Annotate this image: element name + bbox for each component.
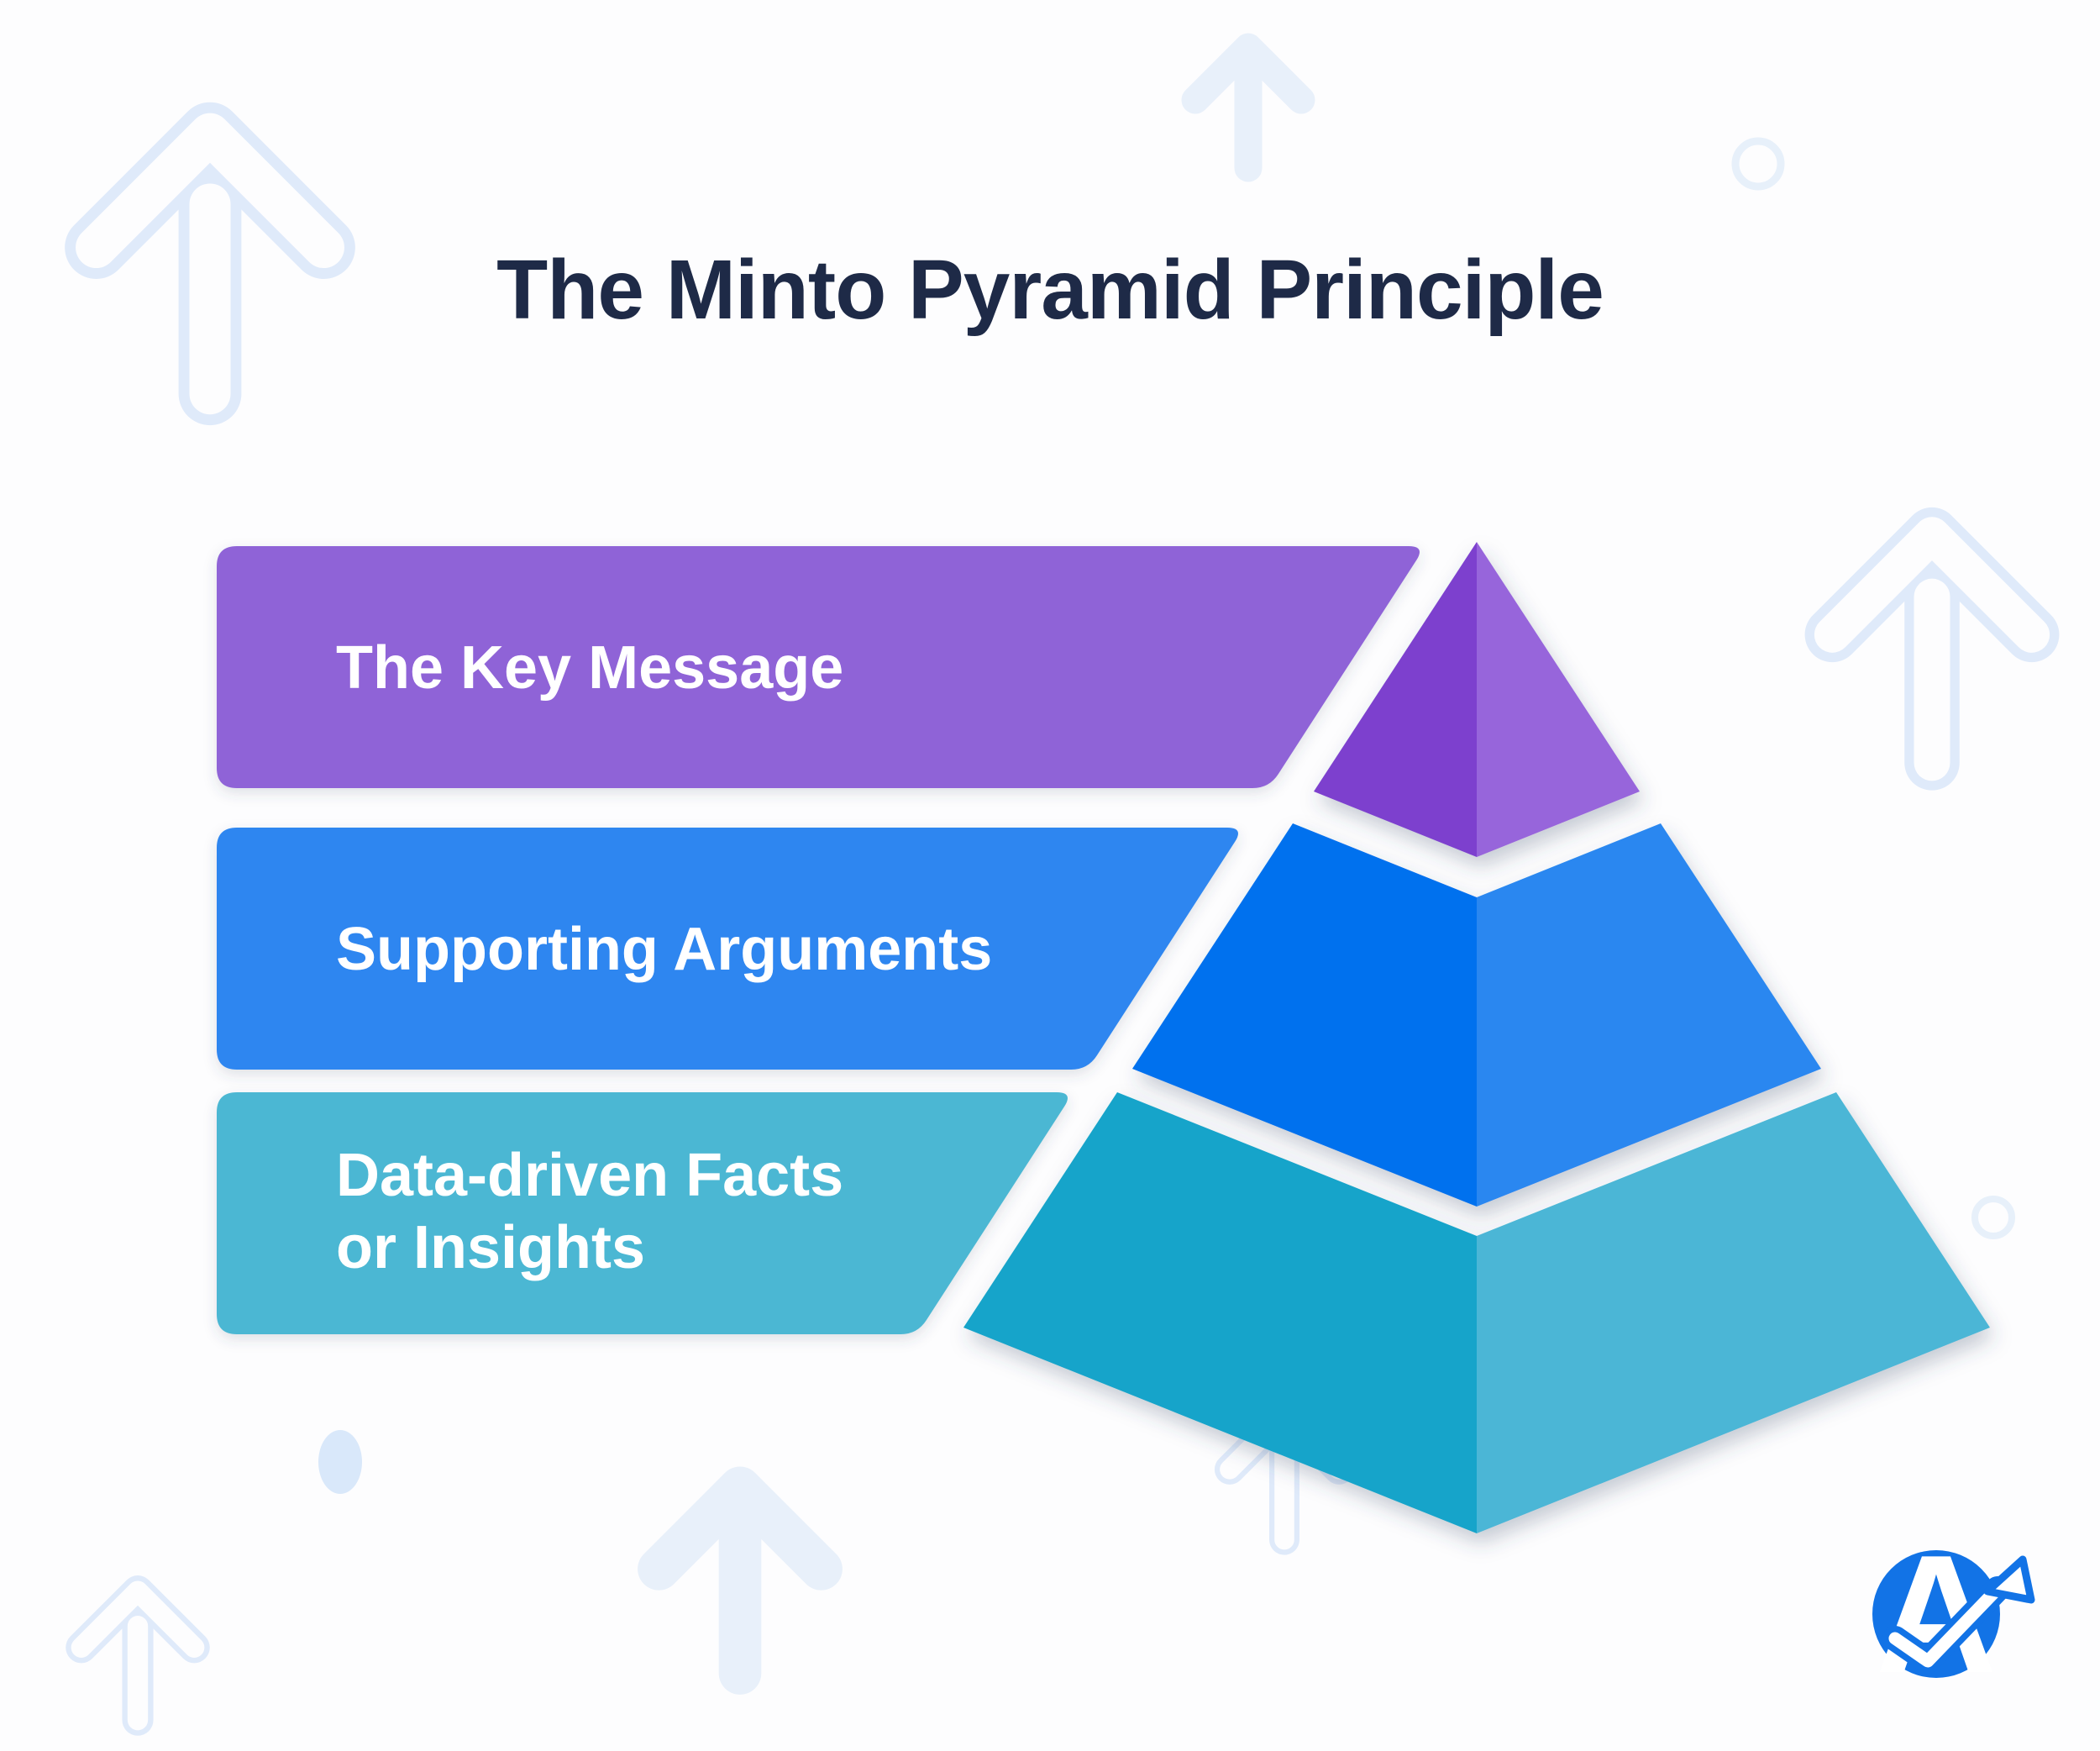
pyramid-level-3-piece	[963, 1092, 1990, 1533]
level-2-label: Supporting Arguments	[336, 916, 992, 983]
level-3-label-line2: or Insights	[336, 1214, 645, 1281]
pyramid-level-1-left-face	[1314, 542, 1477, 857]
up-arrow-outline-icon	[97, 134, 324, 394]
level-1-bar-shape	[217, 546, 1420, 788]
pyramid-level-3-right-face	[1477, 1092, 1990, 1533]
level-1-bar: The Key Message	[217, 546, 1420, 788]
level-3-bar: Data-driven Facts or Insights	[217, 1092, 1068, 1334]
pyramid-level-2-left-face	[1132, 823, 1477, 1207]
pyramid-level-1-right-face	[1477, 542, 1640, 857]
up-arrow-outline-icon	[1832, 535, 2031, 763]
circle-outline-icon	[1731, 137, 1785, 191]
level-2-bar: Supporting Arguments	[217, 828, 1238, 1070]
up-arrow-filled-icon	[1195, 47, 1301, 168]
dot-icon	[318, 1430, 362, 1494]
circle-outline-icon	[1971, 1196, 2015, 1239]
up-arrow-outline-icon	[81, 1591, 194, 1721]
up-arrow-filled-icon	[659, 1488, 821, 1674]
brand-logo: A	[1872, 1521, 2035, 1708]
pyramid-level-2-right-face	[1477, 823, 1821, 1207]
level-2-bar-shape	[217, 828, 1238, 1070]
level-3-label-line1: Data-driven Facts	[336, 1142, 843, 1209]
page-title: The Minto Pyramid Principle	[496, 243, 1604, 337]
pyramid-level-3-left-face	[963, 1092, 1477, 1533]
logo-arrow-icon	[1888, 1582, 2004, 1668]
pyramid-level-2-piece	[1132, 823, 1821, 1207]
level-1-label: The Key Message	[336, 634, 843, 702]
logo-arrow-head-icon	[1983, 1555, 2035, 1604]
level-3-bar-shape	[217, 1092, 1068, 1334]
pyramid-level-1-piece	[1314, 542, 1640, 857]
pyramid	[963, 542, 1990, 1533]
